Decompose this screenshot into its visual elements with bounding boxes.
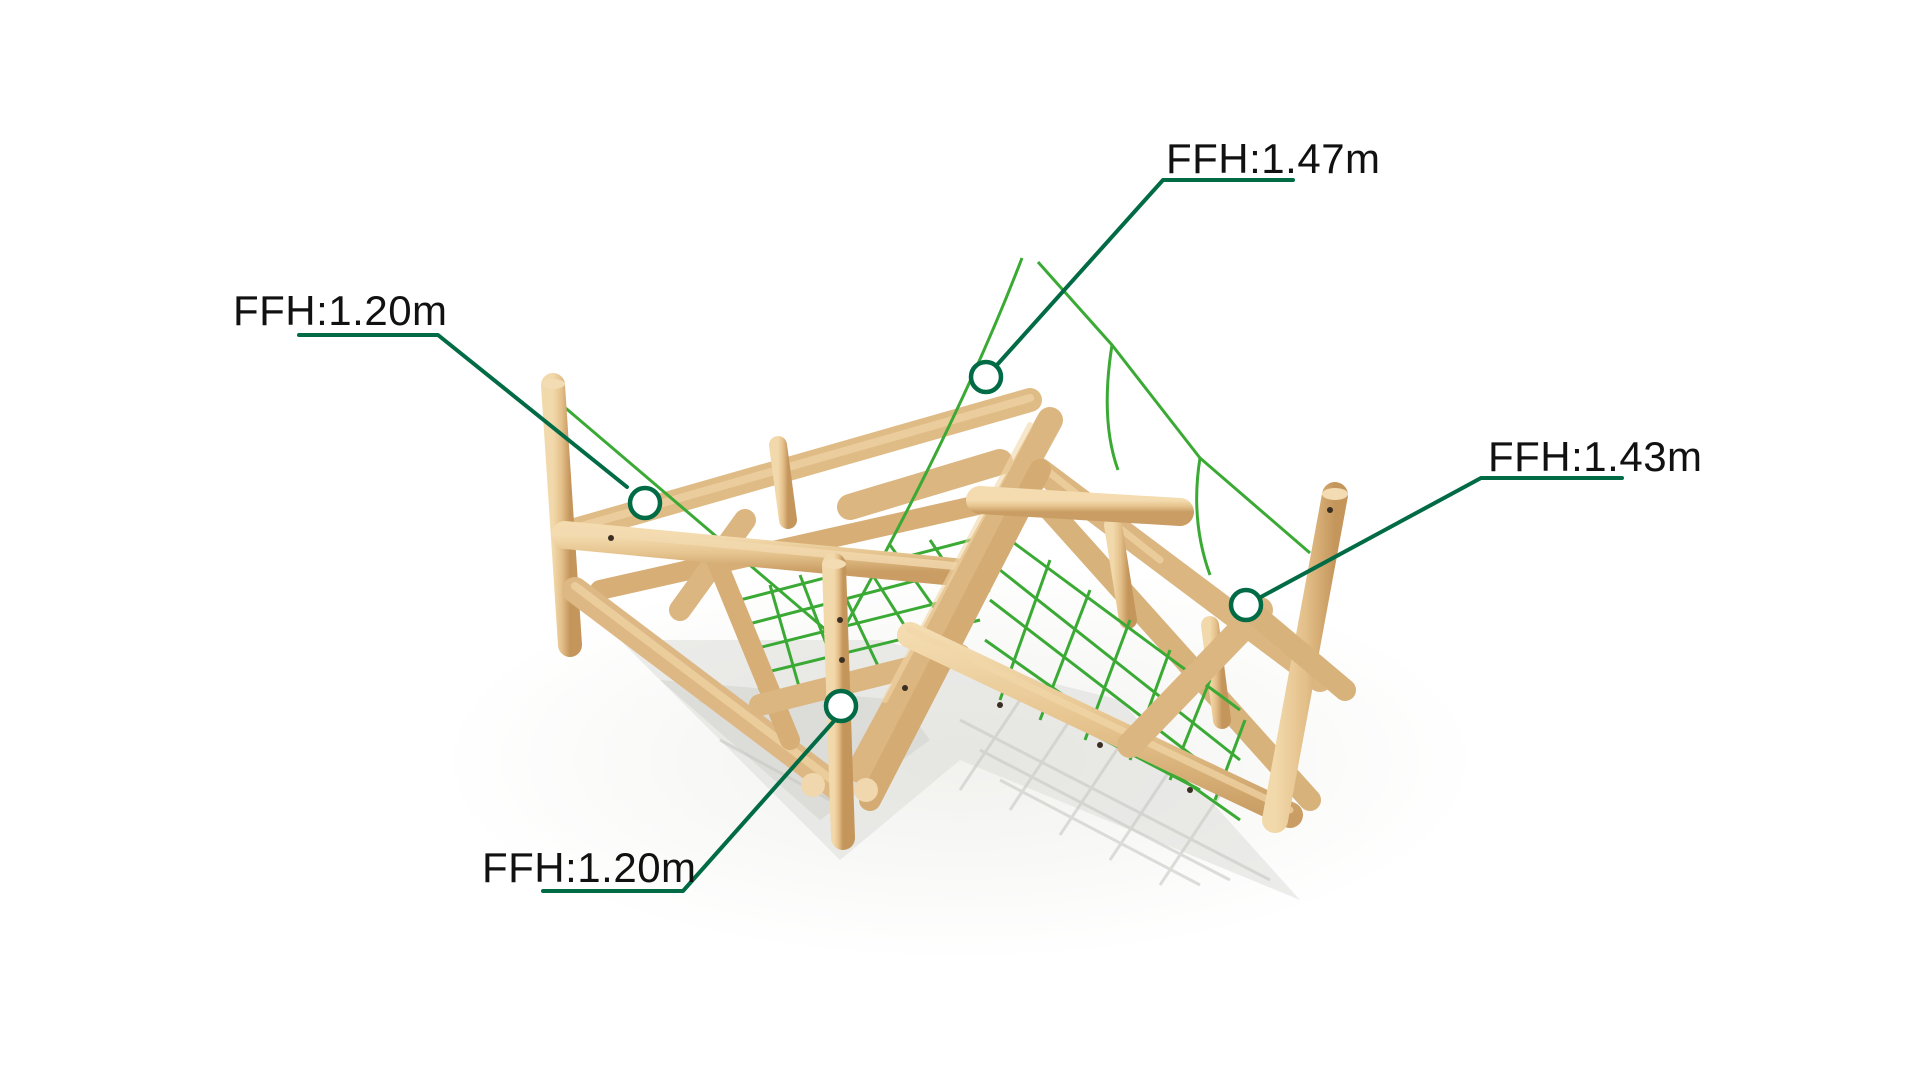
leader-top-left — [297, 333, 629, 489]
callout-leaders — [297, 178, 1624, 893]
ffh-label-right: FFH:1.43m — [1488, 433, 1703, 480]
ffh-label-top-left: FFH:1.20m — [233, 287, 448, 334]
ffh-label-bottom-left: FFH:1.20m — [482, 844, 697, 891]
ffh-label-top-right: FFH:1.47m — [1166, 135, 1381, 182]
front-right-rail — [897, 622, 1303, 828]
callout-markers — [627, 359, 1264, 724]
front-left-crossbar — [551, 521, 969, 586]
wooden-frame-front — [541, 373, 1356, 850]
marker-bottom-left — [823, 688, 859, 724]
left-post — [541, 373, 582, 657]
leader-bottom-left — [541, 719, 836, 893]
marker-top-right — [968, 359, 1004, 395]
marker-top-left — [627, 485, 663, 521]
marker-right — [1228, 587, 1264, 623]
leader-top-right — [994, 178, 1295, 368]
leader-right — [1257, 476, 1624, 600]
